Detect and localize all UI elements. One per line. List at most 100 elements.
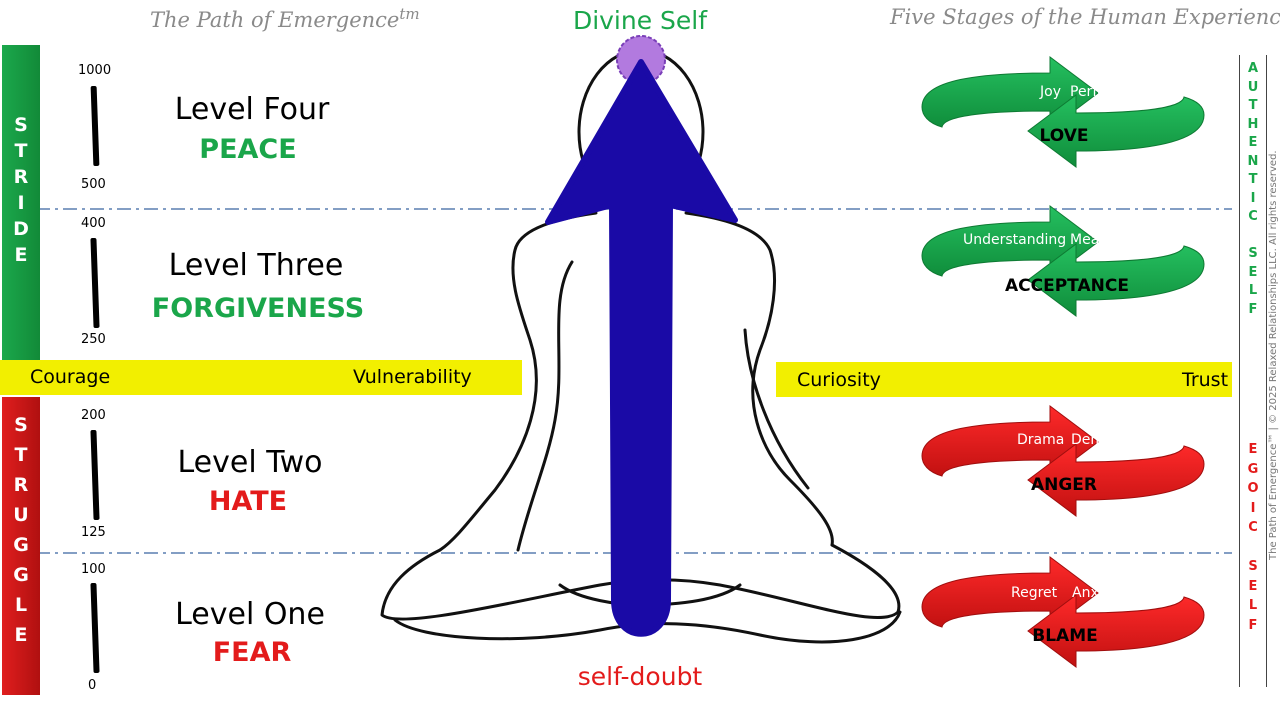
level-four-label: Level Four — [174, 92, 330, 127]
scale-label: 100 — [81, 562, 106, 577]
vertical-letter: L — [14, 594, 28, 616]
vertical-letter: D — [13, 218, 29, 240]
vertical-letter: R — [13, 166, 29, 188]
cycle-word: Depression — [1069, 666, 1148, 682]
scale-label: 1000 — [78, 63, 112, 78]
vertical-letter: E — [1248, 135, 1258, 150]
vertical-letter: I — [1250, 190, 1256, 206]
cycle-word: Drama — [1017, 432, 1065, 448]
vertical-letter: N — [1247, 153, 1259, 169]
cycle-word: Anxiety — [1072, 585, 1126, 601]
level-four-emotion: PEACE — [199, 134, 297, 165]
vertical-letter: E — [1248, 442, 1258, 457]
scale-label: 500 — [81, 177, 106, 192]
right-header-title: Five Stages of the Human Experience — [890, 5, 1280, 29]
vertical-letter: C — [1248, 209, 1258, 224]
vertical-letter: O — [1247, 481, 1259, 496]
level-two-emotion: HATE — [208, 486, 288, 517]
vertical-letter: G — [13, 564, 29, 586]
cycle-word: Understanding — [963, 232, 1067, 248]
vertical-letter: S — [14, 414, 28, 436]
courage-label: Courage — [30, 366, 111, 388]
vertical-letter: S — [1248, 559, 1258, 574]
vertical-letter: F — [1248, 301, 1258, 317]
vertical-letter: U — [13, 504, 29, 526]
vertical-letter: L — [1248, 283, 1258, 298]
vulnerability-label: Vulnerability — [353, 366, 472, 388]
vertical-letter: I — [1250, 500, 1256, 516]
level-three-emotion: FORGIVENESS — [151, 293, 365, 324]
divine-self-title: Divine Self — [572, 6, 708, 35]
vertical-letter: T — [1248, 172, 1258, 187]
yellow-band-left — [0, 360, 522, 395]
vertical-letter: E — [14, 244, 28, 266]
scale-label: 250 — [81, 332, 106, 347]
level-three-label: Level Three — [168, 248, 344, 283]
cycle-word: Regret — [1011, 585, 1058, 601]
vertical-letter: G — [13, 534, 29, 556]
cycle-word: Disappointment — [1065, 518, 1177, 534]
cycle-word: Devotion — [999, 169, 1063, 185]
right-divider-line-2 — [1266, 55, 1267, 687]
vertical-letter: C — [1248, 520, 1258, 535]
anger-cycle-icon — [921, 405, 1205, 517]
vertical-letter: I — [17, 192, 25, 214]
vertical-letter: A — [1247, 61, 1259, 76]
cycle-word: Willingness — [981, 320, 1060, 336]
vertical-letter: R — [13, 474, 29, 496]
anger-label: ANGER — [1030, 475, 1098, 495]
vertical-letter: U — [1247, 79, 1259, 95]
vertical-letter — [1251, 229, 1256, 242]
level-one-label: Level One — [175, 597, 325, 632]
vertical-letter: G — [1247, 461, 1259, 477]
right-divider-line — [1239, 55, 1240, 687]
vertical-letter: E — [1248, 264, 1258, 280]
scale-label: 400 — [81, 216, 106, 231]
level-two-label: Level Two — [177, 445, 323, 480]
cycle-word: Demanding — [1071, 432, 1153, 448]
vertical-letter: T — [1248, 98, 1258, 113]
vertical-letter: S — [14, 114, 28, 136]
left-header-title: The Path of Emergencetm — [150, 5, 420, 32]
cycle-word: Perfect — [1070, 84, 1120, 100]
struggle-bar — [2, 397, 40, 695]
stride-bar — [2, 45, 40, 360]
love-label: LOVE — [1039, 126, 1089, 146]
acceptance-label: ACCEPTANCE — [1005, 276, 1129, 296]
yellow-band-right — [776, 362, 1232, 397]
curiosity-label: Curiosity — [797, 369, 881, 391]
vertical-letter: L — [1248, 598, 1258, 613]
blame-cycle-icon — [921, 556, 1205, 668]
cycle-word: Desire — [1013, 518, 1058, 534]
cycle-word: Meaningful — [1070, 232, 1148, 248]
vertical-letter — [1251, 541, 1256, 554]
vertical-letter: T — [14, 140, 28, 162]
vertical-letter: S — [1248, 246, 1258, 261]
vertical-letter: T — [14, 444, 28, 466]
love-cycle-icon — [921, 56, 1205, 168]
cycle-word: Shame — [1009, 666, 1058, 682]
blame-label: BLAME — [1032, 626, 1098, 646]
vertical-letter: E — [1248, 578, 1258, 594]
scale-label: 125 — [81, 525, 106, 540]
vertical-letter: H — [1247, 116, 1259, 132]
level-one-emotion: FEAR — [212, 637, 292, 668]
scale-label: 0 — [88, 678, 97, 693]
cycle-word: Hopeful — [1067, 320, 1122, 336]
cycle-word: Oneness — [1070, 169, 1131, 185]
copyright-text: The Path of Emergence™ | © 2025 Relaxed … — [1268, 150, 1279, 560]
scale-label: 200 — [81, 408, 106, 423]
self-doubt-label: self-doubt — [577, 662, 703, 691]
cycle-word: Joy — [1040, 84, 1061, 100]
ascension-arrow-icon — [545, 59, 738, 637]
vertical-letter: F — [1248, 617, 1258, 633]
acceptance-cycle-icon — [921, 205, 1205, 317]
trust-label: Trust — [1182, 369, 1229, 391]
vertical-letter: E — [14, 624, 28, 646]
